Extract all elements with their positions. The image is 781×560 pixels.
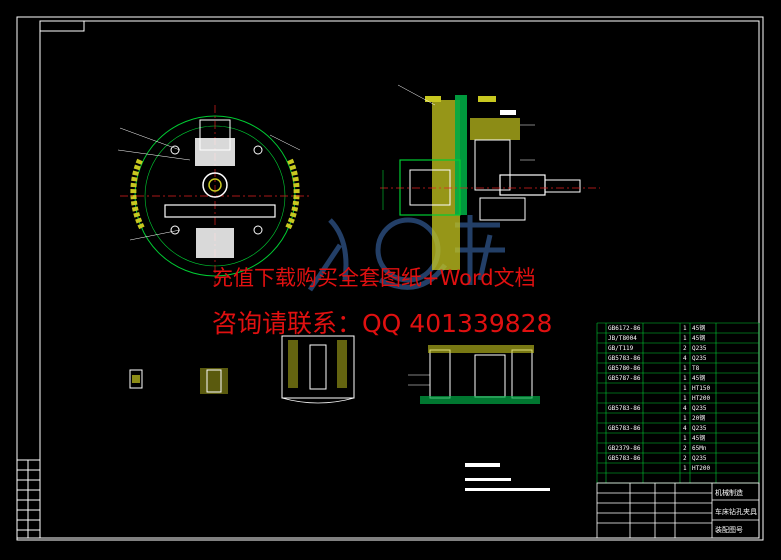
bom-qty: 1 bbox=[683, 465, 687, 472]
bom-material: HT200 bbox=[692, 395, 710, 402]
bom-code: GB5783-86 bbox=[608, 355, 641, 362]
bom-code: GB5783-86 bbox=[608, 455, 641, 462]
section-view bbox=[380, 84, 600, 270]
bom-material: Q235 bbox=[692, 425, 707, 432]
bom-qty: 4 bbox=[683, 355, 687, 362]
title-drawing-no: 装配图号 bbox=[715, 525, 743, 534]
bom-material: Q235 bbox=[692, 405, 707, 412]
title-school: 机械制造 bbox=[715, 488, 743, 497]
drawing-frame bbox=[16, 16, 764, 541]
bom-qty: 1 bbox=[683, 335, 687, 342]
bom-code: JB/T8004 bbox=[608, 335, 637, 342]
bom-code: GB5783-86 bbox=[608, 425, 641, 432]
bom-material: 65Mn bbox=[692, 445, 707, 452]
bom-material: 45钢 bbox=[692, 334, 705, 342]
bom-qty: 1 bbox=[683, 375, 687, 382]
notes bbox=[465, 463, 550, 491]
bom-qty: 2 bbox=[683, 455, 687, 462]
bom-material: Q235 bbox=[692, 355, 707, 362]
bom-material: HT150 bbox=[692, 385, 710, 392]
bom-qty: 2 bbox=[683, 345, 687, 352]
bom-code: GB2379-86 bbox=[608, 445, 641, 452]
bom-material: 45钢 bbox=[692, 374, 705, 382]
watermark-line-1: 充值下载购买全套图纸+Word文档 bbox=[212, 266, 536, 290]
bom-qty: 4 bbox=[683, 425, 687, 432]
bom-material: 45钢 bbox=[692, 324, 705, 332]
title-name: 车床钻孔夹具 bbox=[715, 507, 757, 516]
bom-material: Q235 bbox=[692, 455, 707, 462]
bom-material: HT200 bbox=[692, 465, 710, 472]
watermark-line-2: 咨询请联系：QQ 401339828 bbox=[212, 309, 553, 338]
bom-qty: 1 bbox=[683, 385, 687, 392]
detail-views bbox=[129, 335, 540, 404]
bom-code: GB5783-86 bbox=[608, 405, 641, 412]
bom-qty: 1 bbox=[683, 435, 687, 442]
bom-material: Q235 bbox=[692, 345, 707, 352]
bom-code: GB6172-86 bbox=[608, 325, 641, 332]
bom-qty: 1 bbox=[683, 365, 687, 372]
bom-qty: 2 bbox=[683, 445, 687, 452]
bom-qty: 4 bbox=[683, 405, 687, 412]
title-block bbox=[596, 482, 760, 539]
bom-material: 45钢 bbox=[692, 434, 705, 442]
bom-qty: 1 bbox=[683, 325, 687, 332]
bom-material: T8 bbox=[692, 365, 700, 372]
bom-qty: 1 bbox=[683, 395, 687, 402]
bom-code: GB5787-86 bbox=[608, 375, 641, 382]
bom-qty: 1 bbox=[683, 415, 687, 422]
top-view-circle bbox=[117, 105, 310, 285]
bom-code: GB5780-86 bbox=[608, 365, 641, 372]
bom-material: 20钢 bbox=[692, 414, 705, 422]
bom-code: GB/T119 bbox=[608, 345, 634, 352]
